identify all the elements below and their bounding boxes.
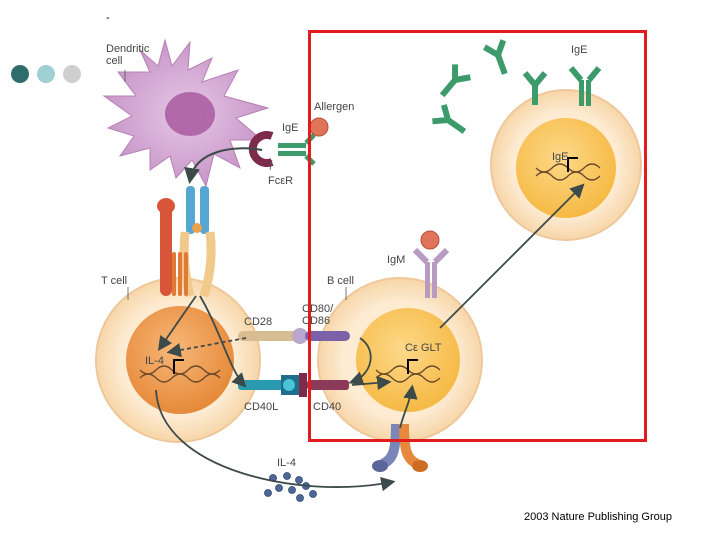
label-igm: IgM xyxy=(387,254,406,266)
switch-arrow xyxy=(439,183,585,329)
label-dendritic-cell: Dendritic cell xyxy=(106,43,150,67)
il4-secretion-arrow xyxy=(155,389,396,492)
il4-receptor xyxy=(372,423,428,472)
label-allergen: Allergen xyxy=(314,101,355,113)
bullet-dot-2 xyxy=(37,65,55,83)
label-fcer: FcεR xyxy=(268,175,294,187)
cd40-to-glt-arrow xyxy=(351,375,392,391)
label-ce-glt: Cε GLT xyxy=(405,342,442,354)
ige-membrane xyxy=(568,66,602,106)
label-il4-secreted: IL-4 xyxy=(277,457,296,469)
cd80-to-nucleus-arrow xyxy=(348,337,372,386)
ige-cell-dna xyxy=(535,157,601,181)
cd40l-cd40-pair xyxy=(238,373,349,397)
t-cell-coil xyxy=(172,252,188,296)
highlight-frame xyxy=(308,30,647,442)
dendritic-nucleus xyxy=(165,92,215,136)
label-b-cell: B cell xyxy=(327,275,354,287)
label-ige-top: IgE xyxy=(571,44,588,56)
label-cd40: CD40 xyxy=(313,401,342,413)
label-il4-inside: IL-4 xyxy=(145,355,164,367)
bullet-dot-1 xyxy=(11,65,29,83)
t-cell-red-receptor xyxy=(157,198,175,296)
cd28-cd80-pair xyxy=(238,328,350,344)
label-cd28: CD28 xyxy=(244,316,273,328)
tcr-to-il4-arrow xyxy=(157,295,197,351)
igm-receptor xyxy=(412,247,450,298)
allergen-igm xyxy=(420,230,440,250)
cd28-to-il4-arrow xyxy=(166,337,247,358)
b-cell-dna xyxy=(375,359,441,383)
slide-marker: - xyxy=(106,12,110,24)
ige-b-cell xyxy=(490,89,642,241)
fcer-leader xyxy=(269,159,273,171)
label-t-cell: T cell xyxy=(101,275,128,287)
bullet-dots xyxy=(11,65,81,83)
uptake-arrow xyxy=(184,147,263,184)
label-ige-inside: IgE xyxy=(552,151,569,163)
il4-molecules xyxy=(264,472,317,502)
label-ige-receptor: IgE xyxy=(282,122,299,134)
bullet-dot-3 xyxy=(63,65,81,83)
tcr-to-cd40l-arrow xyxy=(199,295,247,388)
credit-line: 2003 Nature Publishing Group xyxy=(524,511,672,523)
label-cd40l: CD40L xyxy=(244,401,279,413)
free-ige-antibodies xyxy=(432,39,548,134)
t-cell-dna xyxy=(139,359,221,383)
il4r-signal-arrow xyxy=(399,384,418,429)
